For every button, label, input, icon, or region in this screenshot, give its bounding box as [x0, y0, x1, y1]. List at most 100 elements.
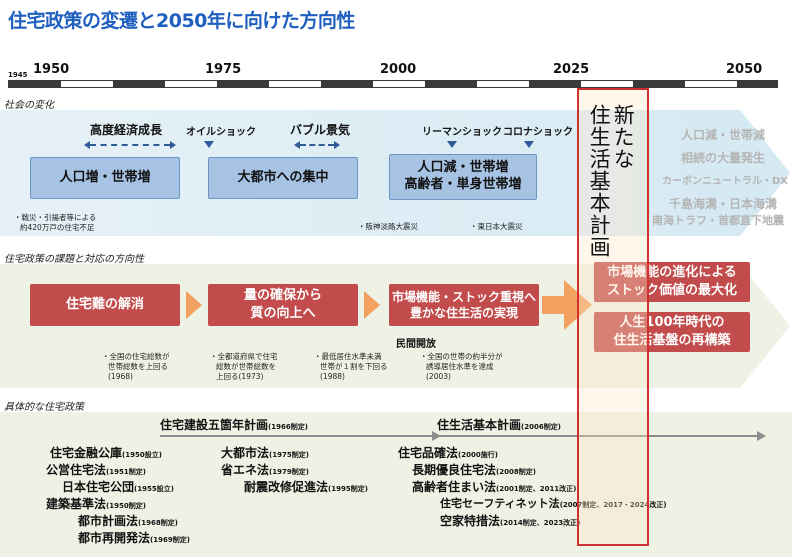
- note-war-line1: ・戦災・引揚者等による: [14, 213, 97, 222]
- law-long-life-housing: 長期優良住宅法(2008制定): [412, 461, 536, 478]
- law-public-housing-name: 公営住宅法: [46, 463, 107, 477]
- high-growth-arrow-left: [84, 141, 90, 149]
- plan-5yr-note: (1966制定): [268, 423, 308, 431]
- issue-box-quantity-to-quality-line2: 質の向上へ: [250, 306, 316, 321]
- issue-note-1968-line2: 世帯総数を上回る: [108, 362, 168, 371]
- issue-note-1988-line1: ・最低居住水準未満: [314, 352, 382, 361]
- society-box-population-decrease-line2: 高齢者・単身世帯増: [404, 177, 522, 192]
- timeline-year-1950: 1950: [33, 62, 70, 77]
- future-trench: 千島海溝・日本海溝: [668, 197, 777, 211]
- future-box-life-100: 人生100年時代の 住生活基盤の再構築: [594, 312, 750, 352]
- page-title: 住宅政策の変遷と2050年に向けた方向性: [8, 10, 355, 32]
- law-city-planning-name: 都市計画法: [78, 514, 139, 528]
- law-metropolis-name: 大都市法: [221, 446, 270, 460]
- law-urban-redevelopment: 都市再開発法(1969制定): [78, 529, 190, 546]
- law-city-planning-note: (1968制定): [138, 519, 178, 527]
- law-housing-loan-corp-name: 住宅金融公庫: [50, 446, 123, 460]
- law-energy-saving-name: 省エネ法: [221, 463, 270, 477]
- society-box-population-increase: 人口増・世帯増: [30, 157, 180, 199]
- issue-note-1988-line3: (1988): [320, 372, 345, 381]
- issue-note-2003-line1: ・全国の世帯の約半分が: [420, 352, 503, 361]
- future-box-market-evolution-line2: ストック価値の最大化: [606, 283, 737, 298]
- issue-big-arrow-body: [542, 296, 564, 314]
- society-band-arrowhead: [740, 110, 790, 236]
- basic-plan-note: (2006制定): [521, 423, 561, 431]
- law-housing-quality: 住宅品確法(2000施行): [398, 444, 498, 461]
- issue-note-2003-line2: 誘導居住水準を達成: [426, 362, 494, 371]
- label-private-open: 民間開放: [396, 339, 436, 350]
- law-elderly-housing-note: (2001制定、2011改正): [496, 485, 577, 493]
- law-energy-saving-note: (1979制定): [269, 468, 309, 476]
- law-public-housing-note: (1951制定): [106, 468, 146, 476]
- law-long-life-housing-note: (2008制定): [496, 468, 536, 476]
- section-label-policies: 具体的な住宅政策: [4, 402, 84, 413]
- law-vacant-house: 空家特措法(2014制定、2023改正): [440, 512, 580, 529]
- law-metropolis: 大都市法(1975制定): [221, 444, 309, 461]
- law-housing-quality-name: 住宅品確法: [398, 446, 459, 460]
- bubble-arrow-line: [300, 144, 334, 146]
- society-box-urban-concentration: 大都市への集中: [208, 157, 358, 199]
- issue-note-1968-line3: (1968): [108, 372, 133, 381]
- law-building-standards-name: 建築基準法: [46, 497, 107, 511]
- timeline-year-1945: 1945: [8, 71, 28, 79]
- society-box-population-decrease: 人口減・世帯増 高齢者・単身世帯増: [389, 154, 537, 200]
- timeline-year-2000: 2000: [380, 62, 417, 77]
- issue-box-quantity-to-quality-line1: 量の確保から: [243, 288, 322, 304]
- basic-plan-line: [437, 435, 757, 437]
- new-plan-line2: 住生活基本計画: [587, 104, 612, 258]
- plan-5yr-line: [160, 435, 434, 437]
- future-inheritance: 相続の大量発生: [680, 151, 765, 165]
- event-corona: コロナショック: [503, 127, 573, 138]
- law-seismic-retrofit: 耐震改修促進法(1995制定): [244, 478, 368, 495]
- issue-note-1973-line3: 上回る(1973): [216, 372, 264, 381]
- issue-arrow-1: [186, 291, 202, 319]
- future-nankai: 南海トラフ・首都直下地震: [652, 214, 784, 227]
- law-seismic-retrofit-note: (1995制定): [328, 485, 368, 493]
- issue-arrow-2: [364, 291, 380, 319]
- law-elderly-housing: 高齢者住まい法(2001制定、2011改正): [412, 478, 576, 495]
- plan-5yr-arrowhead: [432, 431, 441, 441]
- issue-note-1973-line1: ・全都道府県で住宅: [210, 352, 278, 361]
- future-box-life-100-line2: 住生活基盤の再構築: [613, 333, 731, 348]
- bubble-arrow-left: [294, 141, 300, 149]
- section-label-issues: 住宅政策の課題と対応の方向性: [4, 254, 144, 265]
- note-hanshin: ・阪神淡路大震災: [358, 222, 418, 231]
- issue-note-2003-line3: (2003): [426, 372, 451, 381]
- event-lehman: リーマンショック: [422, 127, 502, 138]
- law-urban-redevelopment-note: (1969制定): [150, 536, 190, 544]
- law-safety-net-note: (2007制定、2017・2024改正): [559, 501, 667, 509]
- note-tohoku: ・東日本大震災: [470, 222, 523, 231]
- law-building-standards: 建築基準法(1950制定): [46, 495, 146, 512]
- issue-note-1973-line2: 総数が世帯総数を: [216, 362, 276, 371]
- law-vacant-house-name: 空家特措法: [440, 514, 501, 528]
- section-label-society: 社会の変化: [4, 100, 54, 111]
- event-high-growth: 高度経済成長: [90, 123, 163, 137]
- note-war-line2: 約420万戸の住宅不足: [20, 223, 95, 232]
- law-japan-housing-corp-name: 日本住宅公団: [62, 480, 135, 494]
- new-plan-highlight: [577, 88, 649, 546]
- timeline-year-1975: 1975: [205, 62, 242, 77]
- law-housing-loan-corp-note: (1950設立): [122, 451, 162, 459]
- basic-plan-label: 住生活基本計画(2006制定): [437, 416, 561, 433]
- plan-5yr-name: 住宅建設五箇年計画: [160, 418, 269, 432]
- issue-box-market-stock-line2: 豊かな住生活の実現: [409, 306, 518, 320]
- high-growth-arrow-line: [90, 144, 170, 146]
- law-urban-redevelopment-name: 都市再開発法: [78, 531, 151, 545]
- issue-box-quantity-to-quality: 量の確保から 質の向上へ: [208, 284, 358, 326]
- law-energy-saving: 省エネ法(1979制定): [221, 461, 309, 478]
- issue-box-market-stock-line1: 市場機能・ストック重視へ: [391, 289, 536, 304]
- future-box-life-100-line1: 人生100年時代の: [619, 315, 725, 331]
- new-plan-label: 新たな 住生活基本計画: [587, 104, 635, 258]
- new-plan-line1: 新たな: [611, 104, 636, 170]
- law-housing-loan-corp: 住宅金融公庫(1950設立): [50, 444, 162, 461]
- law-japan-housing-corp: 日本住宅公団(1955設立): [62, 478, 174, 495]
- law-safety-net-name: 住宅セーフティネット法: [440, 497, 560, 510]
- law-elderly-housing-name: 高齢者住まい法: [412, 480, 497, 494]
- oil-shock-marker: [204, 141, 214, 148]
- law-safety-net: 住宅セーフティネット法(2007制定、2017・2024改正): [440, 495, 667, 511]
- law-city-planning: 都市計画法(1968制定): [78, 512, 178, 529]
- future-carbon-dx: カーボンニュートラル・DX: [662, 176, 789, 187]
- issue-note-1988-line2: 世帯が１割を下回る: [320, 362, 388, 371]
- bubble-arrow-right: [334, 141, 340, 149]
- lehman-marker: [447, 141, 457, 148]
